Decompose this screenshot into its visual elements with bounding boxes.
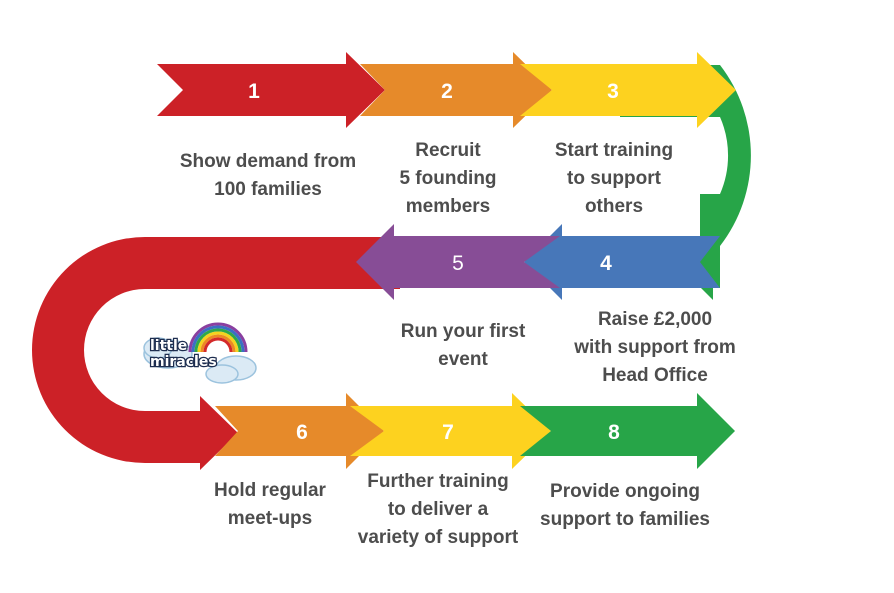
step-3-number: 3 [607, 80, 619, 103]
step-6-line-2: meet-ups [227, 508, 313, 529]
step-5-line-2: event [438, 349, 488, 370]
step-6-line-1: Hold regular [214, 480, 326, 501]
step-3-description: Start training to support others [540, 137, 688, 221]
step-5-number: 5 [452, 252, 464, 275]
step-7-number: 7 [442, 421, 454, 444]
step-3-line-2: to support [567, 168, 661, 189]
step-6-arrow [215, 393, 384, 469]
step-8-number: 8 [608, 421, 620, 444]
logo-line-2: miracles [150, 354, 217, 370]
step-6-red-head [145, 396, 238, 470]
step-5-description: Run your first event [388, 318, 538, 374]
step-6-number: 6 [296, 421, 308, 444]
rainbow-cloud-icon: little miracles [143, 322, 257, 384]
step-8-line-1: Provide ongoing [550, 481, 700, 502]
step-2-description: Recruit 5 founding members [380, 137, 516, 221]
step-8-arrow [520, 393, 735, 469]
step-6-description: Hold regular meet-ups [200, 477, 340, 533]
logo-line-1: little [150, 338, 187, 354]
step-7-line-2: to deliver a [387, 499, 489, 520]
step-1-line-2: 100 families [214, 179, 322, 200]
step-1-arrow [157, 52, 385, 128]
step-1-number: 1 [248, 80, 260, 103]
step-8-description: Provide ongoing support to families [530, 478, 720, 534]
step-7-description: Further training to deliver a variety of… [340, 468, 536, 552]
step-2-line-3: members [405, 196, 491, 217]
step-2-line-2: 5 founding [399, 168, 497, 189]
step-1-description: Show demand from 100 families [168, 148, 368, 204]
step-3-arrow [520, 52, 736, 128]
step-5-line-1: Run your first [400, 321, 526, 342]
step-2-number: 2 [441, 80, 453, 103]
step-4-line-3: Head Office [602, 365, 708, 386]
little-miracles-logo: little miracles [138, 316, 260, 386]
step-4-line-2: with support from [574, 337, 736, 358]
step-4-number: 4 [600, 252, 612, 275]
step-2-arrow [360, 52, 552, 128]
step-4-arrow [524, 224, 720, 300]
step-3-line-3: others [584, 196, 644, 217]
step-2-line-1: Recruit [415, 140, 481, 161]
step-3-line-1: Start training [554, 140, 674, 161]
step-8-line-2: support to families [540, 509, 710, 530]
step-5-arrow [356, 224, 560, 300]
step-7-arrow [350, 393, 551, 469]
step-1-line-1: Show demand from [179, 151, 357, 172]
step-7-line-3: variety of support [357, 527, 519, 548]
step-7-line-1: Further training [367, 471, 509, 492]
step-4-line-1: Raise £2,000 [597, 309, 713, 330]
step-4-description: Raise £2,000 with support from Head Offi… [560, 306, 750, 390]
